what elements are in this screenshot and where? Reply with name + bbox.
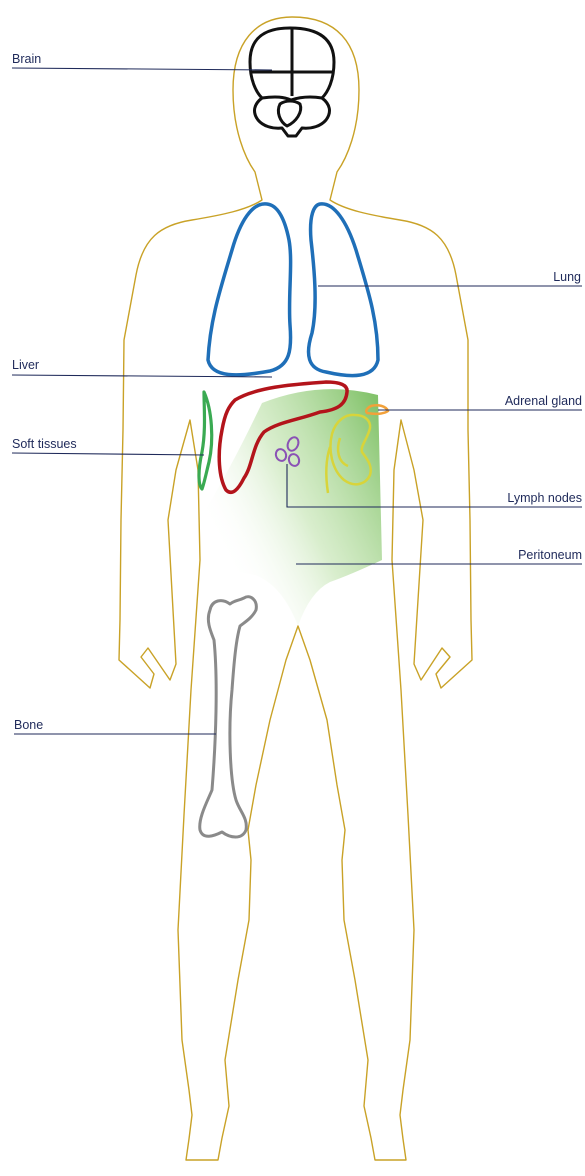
liver-label: Liver [12,358,39,372]
soft-tissues-leader-line [12,453,204,455]
brain-label: Brain [12,52,41,66]
brain-organ [250,28,334,136]
lung-organ [208,204,378,376]
lung-label: Lung [553,270,581,284]
lymph-nodes-label: Lymph nodes [507,491,582,505]
adrenal-gland-label: Adrenal gland [505,394,582,408]
brain-leader-line [12,68,272,70]
bone-label: Bone [14,718,43,732]
soft-tissue-band [199,392,212,489]
femur-bone [200,597,257,837]
peritoneum-label: Peritoneum [518,548,582,562]
soft-tissues-label: Soft tissues [12,437,77,451]
